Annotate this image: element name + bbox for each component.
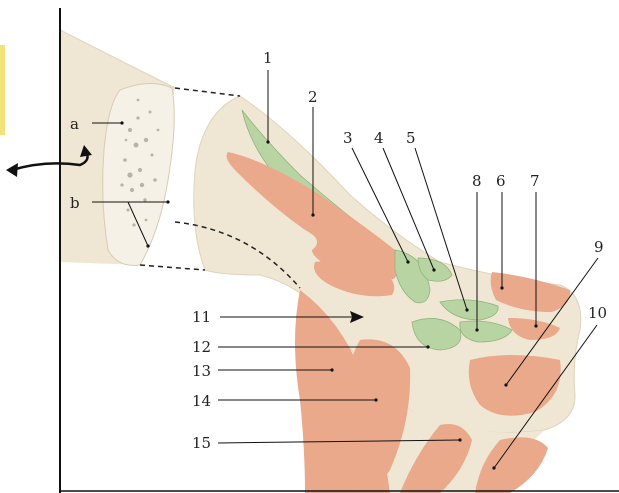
label-2: 2 (308, 88, 318, 106)
label-b: b (70, 194, 80, 212)
label-9: 9 (594, 238, 604, 256)
label-14: 14 (192, 392, 211, 410)
edge-marker (0, 45, 5, 135)
label-5: 5 (406, 129, 416, 147)
label-6: 6 (496, 172, 506, 190)
label-1: 1 (263, 49, 273, 67)
label-8: 8 (472, 172, 482, 190)
label-12: 12 (192, 338, 211, 356)
label-3: 3 (343, 129, 353, 147)
label-15: 15 (192, 434, 211, 452)
dashed-connector-bottom (140, 265, 205, 270)
label-a: a (70, 115, 79, 133)
dashed-connector-top (175, 88, 240, 96)
label-4: 4 (374, 129, 384, 147)
label-10: 10 (588, 304, 607, 322)
label-11: 11 (192, 308, 211, 326)
cut-bone-section (60, 30, 175, 265)
label-13: 13 (192, 362, 211, 380)
label-7: 7 (530, 172, 540, 190)
